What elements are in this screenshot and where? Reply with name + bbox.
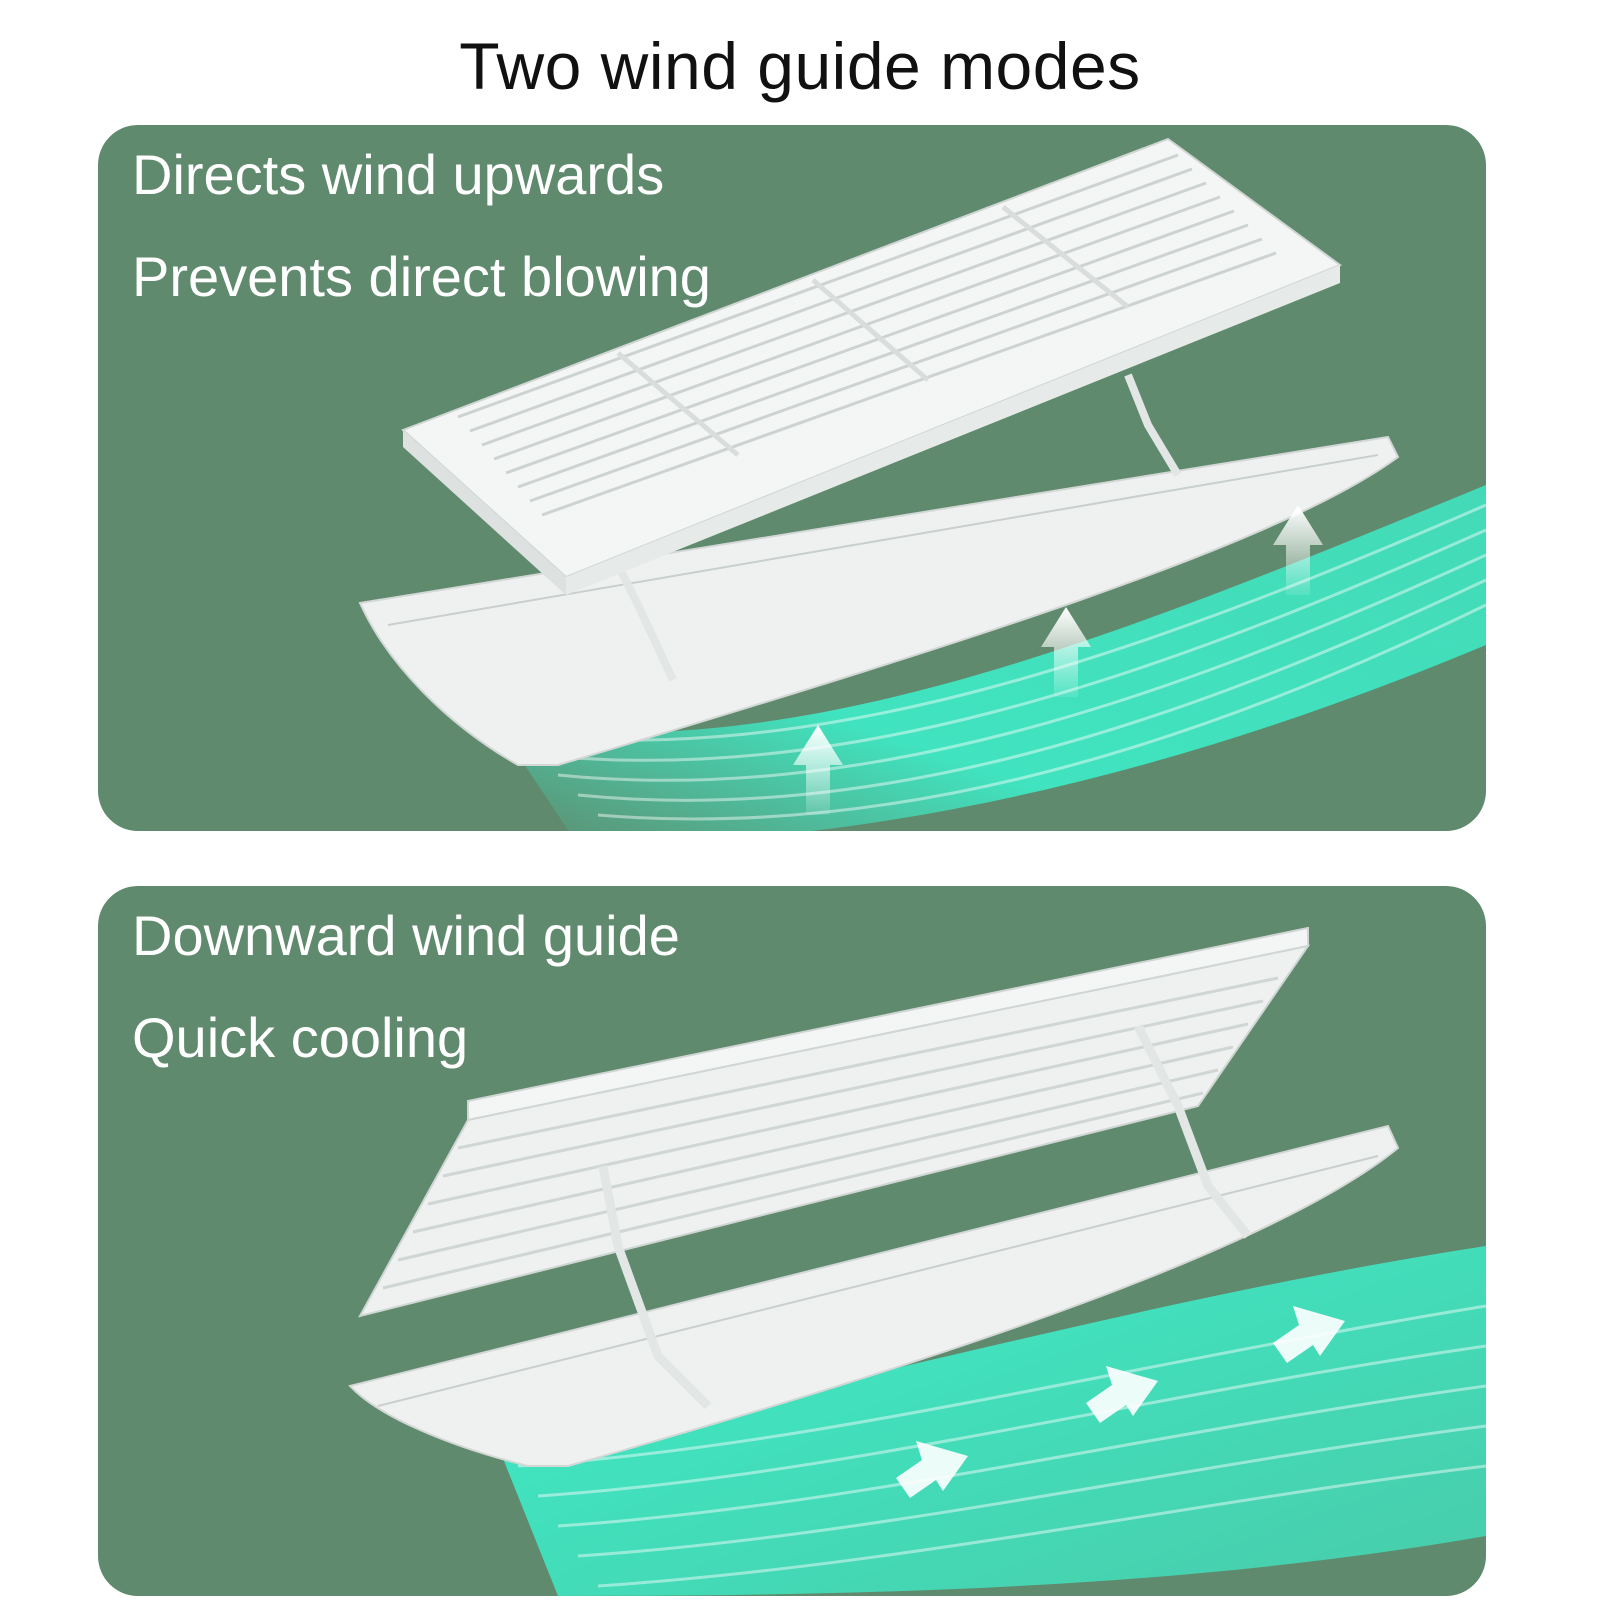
arrow-down-right-icon <box>1273 1306 1345 1363</box>
panel-subheading: Prevents direct blowing <box>132 245 711 308</box>
arrow-up-icon <box>793 725 843 815</box>
upward-mode-illustration <box>98 125 1486 831</box>
upward-mode-panel: Directs wind upwards Prevents direct blo… <box>98 125 1486 831</box>
page-title: Two wind guide modes <box>459 29 1141 103</box>
panel-heading: Downward wind guide <box>132 904 680 967</box>
arrow-up-icon <box>1041 607 1091 697</box>
arrow-up-icon <box>1273 505 1323 595</box>
support-arms <box>598 1023 1252 1410</box>
deflector-plate <box>348 1124 1400 1467</box>
airflow-band <box>498 485 1486 831</box>
airflow-lines <box>517 503 1486 821</box>
panel-subheading: Quick cooling <box>132 1006 469 1069</box>
arrow-down-right-icon <box>896 1441 968 1498</box>
downward-mode-panel: Downward wind guide Quick cooling <box>98 886 1486 1596</box>
arrow-down-right-icon <box>1086 1366 1158 1423</box>
airflow-band <box>498 1246 1486 1596</box>
support-arms <box>614 373 1182 682</box>
grille-slats <box>457 153 1277 517</box>
grille-slats <box>382 976 1279 1290</box>
downward-mode-illustration <box>98 886 1486 1596</box>
panel-heading: Directs wind upwards <box>132 143 665 206</box>
deflector-plate <box>358 435 1400 766</box>
